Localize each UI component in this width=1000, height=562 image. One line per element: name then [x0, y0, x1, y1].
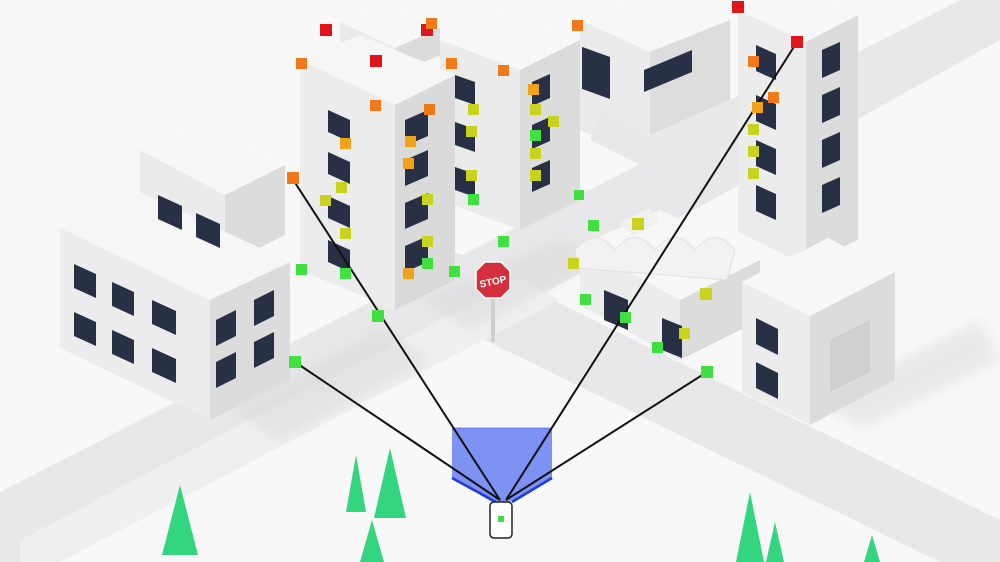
building-left [60, 125, 290, 420]
feature-markers [287, 1, 803, 378]
tree [766, 522, 784, 562]
marker-orange [446, 58, 457, 69]
marker-orange [424, 104, 435, 115]
marker-amber [528, 84, 539, 95]
marker-yellow [466, 170, 477, 181]
marker-green [449, 266, 460, 277]
marker-red [791, 36, 803, 48]
marker-yellow [466, 126, 477, 137]
marker-green [588, 220, 599, 231]
marker-amber [403, 268, 414, 279]
marker-yellow [748, 124, 759, 135]
marker-orange [426, 18, 437, 29]
sight-lines [291, 41, 798, 501]
marker-yellow [530, 170, 541, 181]
marker-amber [405, 136, 416, 147]
marker-green [340, 268, 351, 279]
building-tower-right [738, 0, 858, 265]
marker-yellow [422, 194, 433, 205]
marker-green [620, 312, 631, 323]
marker-green [652, 342, 663, 353]
marker-green [372, 310, 384, 322]
marker-red [370, 55, 382, 67]
building-tower-left [300, 5, 455, 310]
marker-yellow [548, 116, 559, 127]
marker-yellow [530, 104, 541, 115]
marker-yellow [468, 104, 479, 115]
marker-green [530, 130, 541, 141]
marker-red [320, 24, 332, 36]
marker-orange [287, 172, 299, 184]
building-shop [574, 208, 760, 360]
marker-orange [296, 58, 307, 69]
tree [162, 485, 198, 555]
building-back [580, 0, 740, 170]
marker-green [289, 356, 301, 368]
sight-line [505, 371, 708, 501]
tree [374, 448, 406, 518]
marker-red [732, 1, 744, 13]
tree [864, 535, 880, 562]
tree [346, 455, 366, 512]
marker-yellow [632, 218, 644, 230]
marker-yellow [748, 168, 759, 179]
marker-green [296, 264, 307, 275]
stop-sign-icon: STOP [475, 261, 511, 342]
marker-orange [572, 20, 583, 31]
sight-line [294, 361, 501, 501]
marker-orange [370, 100, 381, 111]
marker-amber [403, 158, 414, 169]
tree [360, 520, 384, 562]
marker-yellow [530, 148, 541, 159]
sight-line [291, 177, 501, 501]
marker-amber [752, 102, 763, 113]
marker-green [574, 190, 584, 200]
marker-green [701, 366, 713, 378]
marker-green [422, 258, 433, 269]
marker-yellow [700, 288, 712, 300]
marker-orange [498, 65, 509, 76]
marker-green [580, 294, 591, 305]
marker-green [498, 236, 509, 247]
marker-yellow [748, 146, 759, 157]
tree [736, 492, 764, 562]
marker-amber [340, 138, 351, 149]
trees [162, 448, 880, 562]
phone-icon[interactable] [489, 501, 513, 539]
marker-yellow [422, 236, 433, 247]
marker-yellow [568, 258, 579, 269]
marker-orange [748, 56, 759, 67]
marker-yellow [320, 195, 331, 206]
marker-yellow [336, 182, 347, 193]
sight-line [505, 41, 798, 501]
building-right-front [742, 238, 895, 425]
marker-orange [768, 92, 779, 103]
marker-green [468, 194, 479, 205]
marker-yellow [340, 228, 351, 239]
marker-yellow [679, 328, 690, 339]
